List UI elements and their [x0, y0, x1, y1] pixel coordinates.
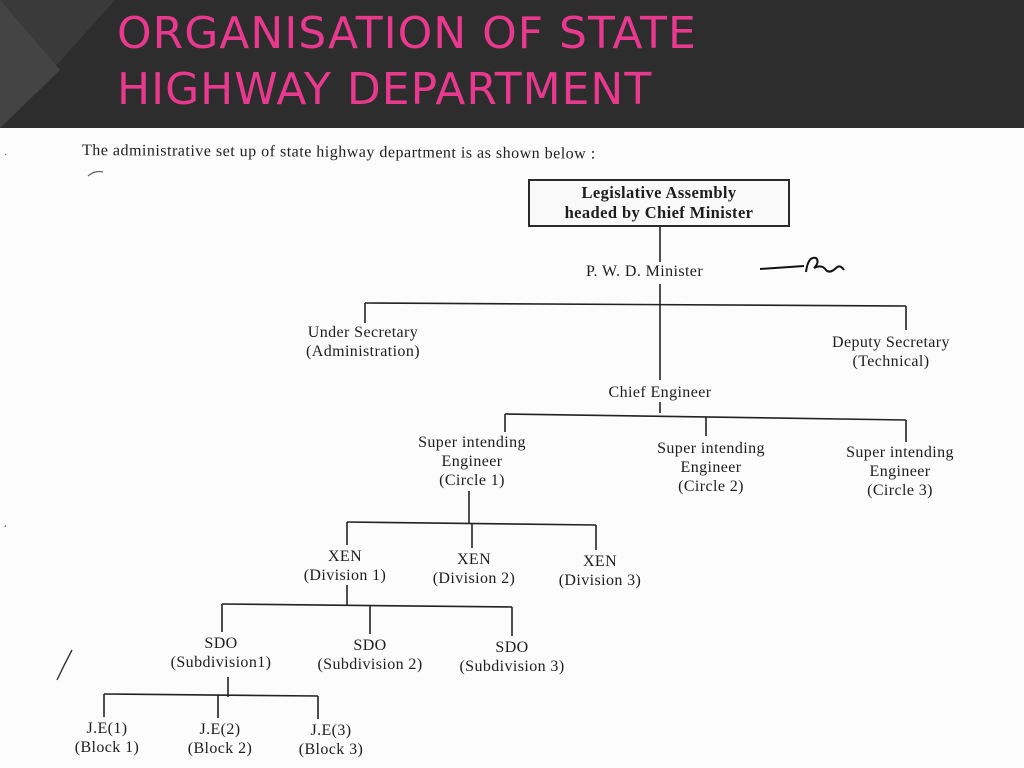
node-line: XEN [456, 551, 492, 568]
scan-speck: · [4, 150, 8, 161]
node-legislative-assembly: Legislative Assembly headed by Chief Min… [528, 179, 790, 227]
node-line: P. W. D. Minister [586, 263, 704, 280]
node-superintending-engineer-circle-3: Super intending Engineer (Circle 3) [825, 443, 975, 500]
node-line: Engineer [441, 453, 503, 470]
node-line: J.E(2) [199, 721, 241, 738]
node-line: (Circle 2) [678, 478, 744, 495]
node-xen-division-2: XEN (Division 2) [415, 550, 533, 588]
node-line: (Block 2) [187, 740, 253, 757]
node-line: Super intending [418, 434, 526, 451]
node-under-secretary: Under Secretary (Administration) [287, 323, 439, 361]
node-line: Engineer [869, 463, 931, 480]
node-line: (Administration) [306, 343, 420, 360]
node-line: (Division 3) [558, 572, 642, 589]
node-line: Deputy Secretary [832, 334, 950, 351]
node-line: J.E(1) [86, 720, 128, 737]
scanned-page [0, 128, 1024, 768]
node-line: Legislative Assembly [581, 183, 737, 202]
node-superintending-engineer-circle-2: Super intending Engineer (Circle 2) [637, 439, 785, 496]
pen-stroke [56, 649, 73, 681]
node-line: (Circle 1) [439, 472, 505, 489]
node-line: Engineer [680, 459, 742, 476]
node-xen-division-1: XEN (Division 1) [285, 547, 405, 585]
connector [364, 302, 907, 307]
header-accent-shape [0, 0, 115, 128]
node-line: SDO [204, 635, 238, 652]
node-pwd-minister: P. W. D. Minister [586, 262, 703, 281]
node-line: (Subdivision 2) [317, 656, 423, 673]
connector [103, 693, 319, 697]
node-xen-division-3: XEN (Division 3) [540, 552, 660, 590]
node-chief-engineer: Chief Engineer [590, 383, 730, 402]
title-line-2: HIGHWAY DEPARTMENT [117, 64, 653, 115]
node-sdo-subdivision-1: SDO (Subdivision1) [150, 634, 292, 672]
node-je-block-1: J.E(1) (Block 1) [60, 719, 154, 757]
node-line: headed by Chief Minister [564, 203, 754, 222]
connector [221, 603, 513, 608]
node-je-block-2: J.E(2) (Block 2) [172, 720, 268, 758]
node-line: Super intending [657, 440, 765, 457]
node-line: Chief Engineer [608, 384, 712, 401]
handwritten-signature [760, 256, 845, 273]
node-line: (Division 2) [432, 570, 516, 587]
node-line: SDO [353, 637, 387, 654]
node-line: (Block 3) [298, 741, 364, 758]
node-line: (Subdivision1) [170, 654, 272, 671]
slide-title: ORGANISATION OF STATE HIGHWAY DEPARTMENT [117, 6, 997, 118]
node-line: Under Secretary [307, 324, 419, 341]
node-line: SDO [495, 639, 529, 656]
title-bar: ORGANISATION OF STATE HIGHWAY DEPARTMENT [0, 0, 1024, 128]
node-line: (Block 1) [74, 739, 140, 756]
node-line: XEN [327, 548, 363, 565]
node-line: (Technical) [852, 353, 930, 370]
node-line: (Division 1) [303, 567, 387, 584]
node-sdo-subdivision-3: SDO (Subdivision 3) [440, 638, 584, 676]
node-line: (Subdivision 3) [459, 658, 565, 675]
node-line: XEN [582, 553, 618, 570]
node-sdo-subdivision-2: SDO (Subdivision 2) [298, 636, 442, 674]
pen-stroke [87, 170, 104, 177]
node-superintending-engineer-circle-1: Super intending Engineer (Circle 1) [398, 433, 546, 490]
node-line: (Circle 3) [867, 482, 933, 499]
node-je-block-3: J.E(3) (Block 3) [283, 721, 379, 759]
scan-speck: · [3, 520, 8, 535]
node-line: J.E(3) [310, 722, 352, 739]
node-line: Super intending [846, 444, 954, 461]
title-line-1: ORGANISATION OF STATE [117, 8, 697, 59]
node-deputy-secretary: Deputy Secretary (Technical) [810, 333, 972, 371]
